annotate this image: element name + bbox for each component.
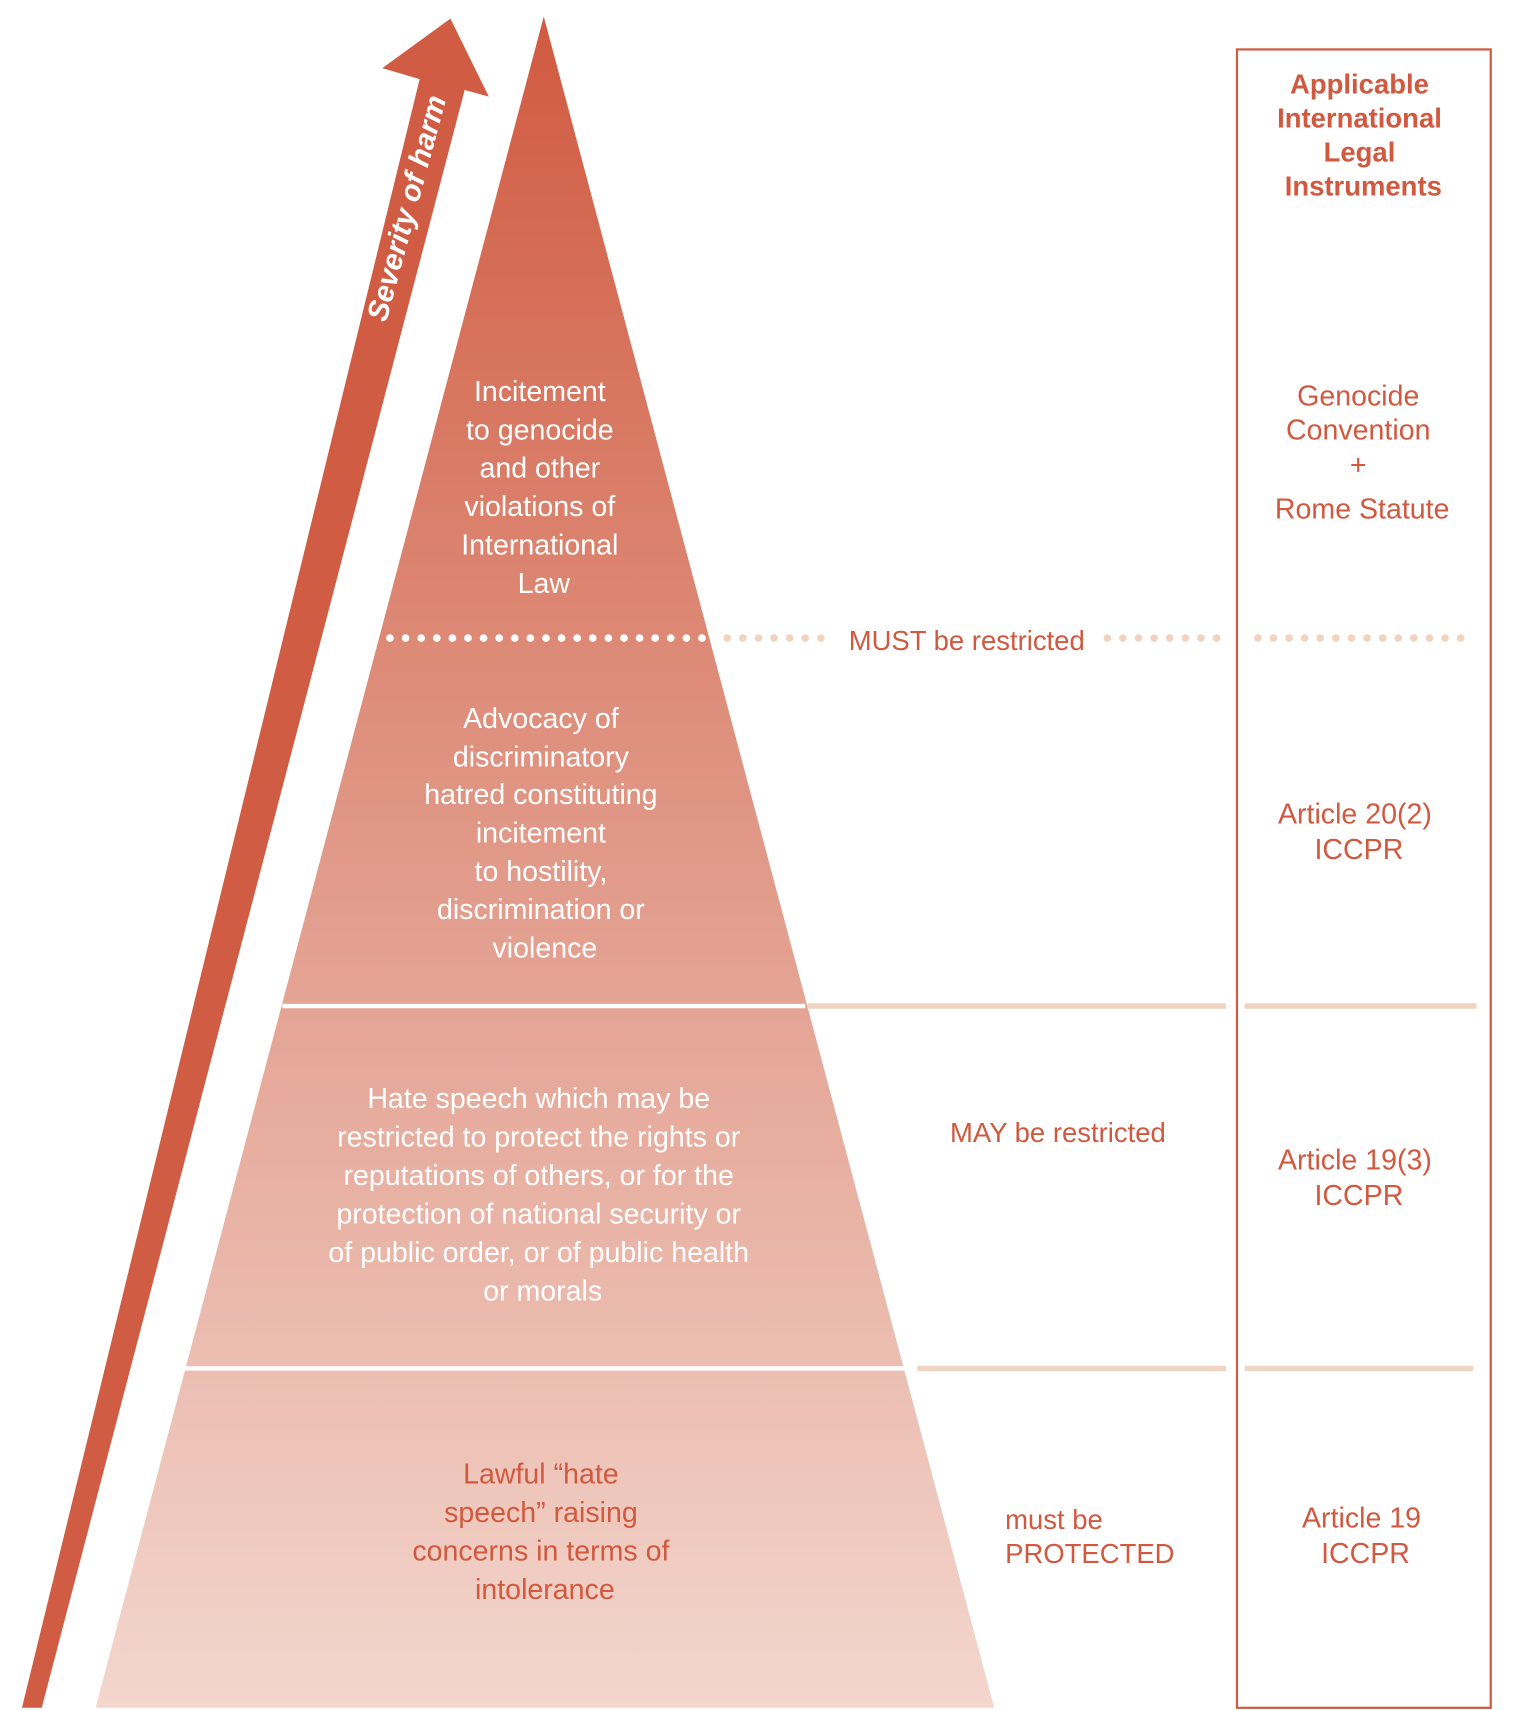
instruments-header: Applicable International Legal Instrumen… xyxy=(1277,68,1449,201)
pyramid xyxy=(95,16,995,1708)
level-lawful-text: Lawful “hate speech” raising concerns in… xyxy=(412,1459,677,1606)
instrument-article-20-2: Article 20(2) ICCPR xyxy=(1278,799,1440,866)
must-restricted-label: MUST be restricted xyxy=(849,625,1085,656)
level-advocacy-text: Advocacy of discriminatory hatred consti… xyxy=(424,703,665,965)
protected-label: must be PROTECTED xyxy=(1005,1504,1174,1569)
may-threshold-lines xyxy=(807,1003,1477,1372)
severity-arrow xyxy=(21,18,489,1708)
instrument-article-19-3: Article 19(3) ICCPR xyxy=(1278,1145,1440,1212)
level-restrictable-text: Hate speech which may be restricted to p… xyxy=(328,1083,757,1307)
instruments-box xyxy=(1235,48,1492,1709)
may-restricted-label: MAY be restricted xyxy=(950,1117,1166,1148)
instrument-article-19: Article 19 ICCPR xyxy=(1302,1503,1429,1570)
level-genocide-text: Incitement to genocide and other violati… xyxy=(461,376,626,600)
instrument-genocide: Genocide Convention + Rome Statute xyxy=(1275,380,1450,525)
